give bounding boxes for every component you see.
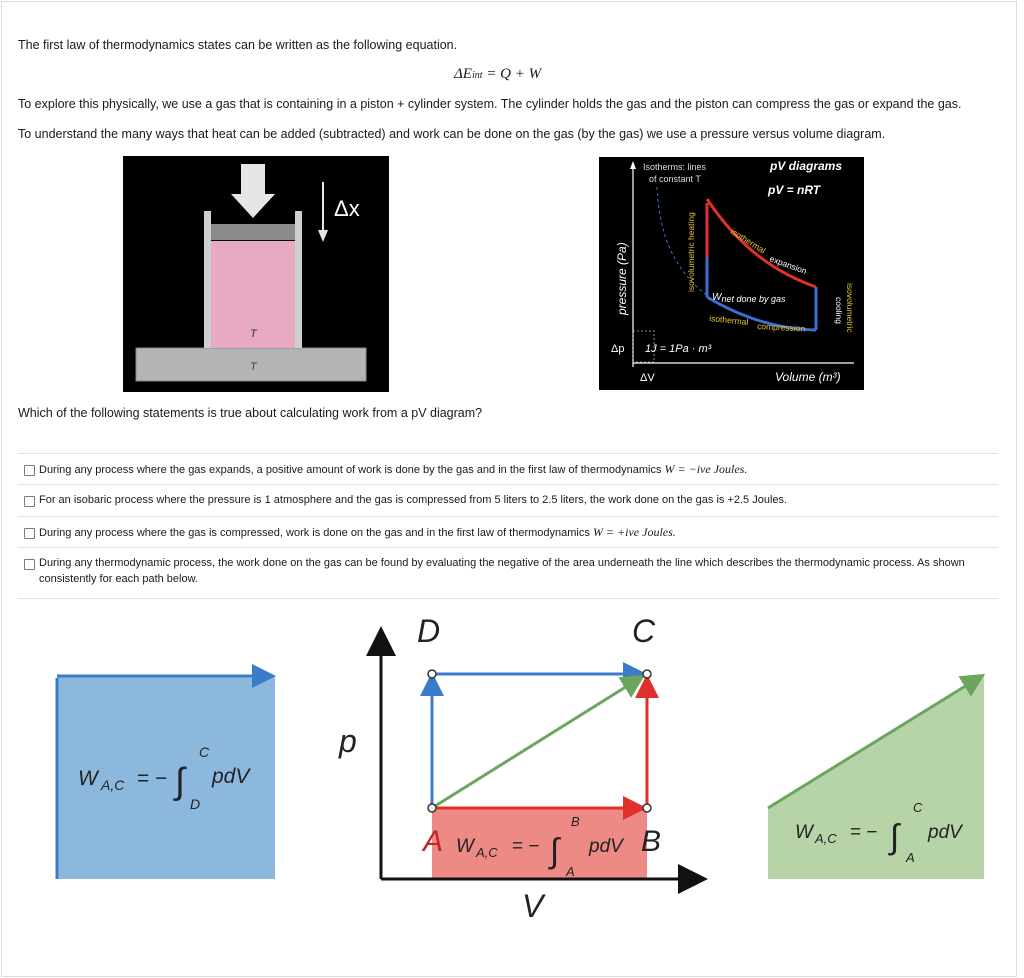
- gas-temperature-label: T: [250, 328, 258, 340]
- question-text: Which of the following statements is tru…: [18, 406, 483, 420]
- isothermal-compression-path: [706, 295, 817, 332]
- pv-y-label: pressure (Pa): [615, 242, 629, 316]
- delta-x-label: Δx: [334, 196, 360, 221]
- area-a-to-c: [768, 674, 984, 879]
- pv-x-label: Volume (m³): [775, 370, 841, 384]
- intro-line-2: To explore this physically, we use a gas…: [18, 97, 962, 111]
- piston: [211, 224, 295, 240]
- isothermal-expansion-label-1: isothermal: [729, 226, 768, 255]
- intro-line-3: To understand the many ways that heat ca…: [18, 127, 886, 141]
- label-d: D: [417, 613, 440, 649]
- svg-text:W: W: [456, 836, 476, 857]
- v-axis-label: V: [522, 888, 546, 924]
- svg-text:A: A: [905, 850, 915, 865]
- unit-equation: 1J = 1Pa · m³: [645, 343, 712, 355]
- option-3[interactable]: During any process where the gas is comp…: [18, 516, 998, 548]
- isovolumetric-cooling-label-2: cooling: [834, 297, 844, 324]
- isothermal-expansion-path: [705, 198, 817, 289]
- intro-line-1: The first law of thermodynamics states c…: [18, 38, 458, 52]
- area-d-to-c: [57, 676, 275, 879]
- state-c-point: [642, 669, 652, 679]
- state-b-point: [642, 803, 652, 813]
- down-arrow-icon: [231, 164, 275, 218]
- isothermal-compression-label-2: compression: [757, 321, 806, 334]
- left-work-formula: W A,C = − ∫ C D pdV: [78, 744, 251, 812]
- option-1[interactable]: During any process where the gas expands…: [18, 453, 998, 485]
- option-1-checkbox[interactable]: [24, 465, 35, 476]
- a-to-c-path: [431, 674, 646, 810]
- isotherm-dashed-line: [656, 186, 710, 298]
- area-a-to-b: [432, 808, 647, 880]
- label-b: B: [641, 825, 661, 858]
- isothermal-compression-label-1: isothermal: [709, 313, 749, 327]
- svg-text:C: C: [199, 744, 210, 760]
- isotherm-note-2: of constant T: [649, 174, 701, 184]
- a-to-c-path-right: [767, 673, 986, 810]
- option-2-checkbox[interactable]: [24, 496, 35, 507]
- pv-title: pV diagrams: [769, 159, 842, 173]
- option-3-text: During any process where the gas is comp…: [39, 525, 676, 539]
- w-net-label: Wnet done by gas: [712, 292, 786, 304]
- pv-diagram-figure: Isotherms: lines of constant T pV diagra…: [599, 157, 864, 390]
- work-paths-figure: W A,C = − ∫ C D pdV p V D C A B W A,C = …: [55, 613, 986, 924]
- svg-text:pdV: pdV: [927, 822, 964, 843]
- option-4-text: During any thermodynamic process, the wo…: [39, 557, 965, 585]
- svg-text:W: W: [78, 767, 100, 790]
- piston-cylinder-figure: Δx T T: [123, 156, 389, 392]
- option-4-checkbox[interactable]: [24, 559, 35, 570]
- reservoir-temperature-label: T: [250, 361, 258, 373]
- ideal-gas-law: pV = nRT: [767, 183, 822, 197]
- label-a: A: [421, 825, 443, 858]
- svg-text:A: A: [565, 864, 575, 879]
- delta-v-label: ΔV: [640, 372, 655, 384]
- center-work-formula: W A,C = − ∫ B A pdV: [456, 814, 625, 879]
- isothermal-expansion-label-2: expansion: [768, 253, 808, 276]
- svg-text:= −: = −: [850, 822, 877, 843]
- svg-text:= −: = −: [137, 767, 167, 790]
- svg-text:A,C: A,C: [475, 845, 498, 860]
- svg-text:C: C: [913, 800, 923, 815]
- state-d-point: [427, 669, 437, 679]
- right-work-formula: W A,C = − ∫ C A pdV: [795, 800, 964, 865]
- cylinder-left-wall: [204, 211, 211, 348]
- unit-cell: [632, 330, 655, 363]
- svg-text:pdV: pdV: [588, 836, 625, 857]
- label-c: C: [632, 613, 656, 649]
- cylinder-right-wall: [295, 211, 302, 348]
- svg-text:∫: ∫: [548, 832, 561, 870]
- option-3-checkbox[interactable]: [24, 528, 35, 539]
- option-2-text: For an isobaric process where the pressu…: [39, 494, 788, 506]
- isotherm-note-1: Isotherms: lines: [643, 162, 707, 172]
- svg-text:∫: ∫: [173, 760, 187, 801]
- option-1-text: During any process where the gas expands…: [39, 462, 748, 476]
- svg-text:D: D: [190, 796, 200, 812]
- svg-text:B: B: [571, 814, 580, 829]
- option-4[interactable]: During any thermodynamic process, the wo…: [18, 547, 998, 599]
- svg-text:∫: ∫: [888, 818, 901, 856]
- isovolumetric-cooling-label-1: isovolumetric: [845, 283, 855, 333]
- svg-text:pdV: pdV: [211, 765, 251, 788]
- state-a-point: [427, 803, 437, 813]
- svg-text:A,C: A,C: [814, 831, 837, 846]
- delta-p-label: Δp: [611, 343, 624, 355]
- svg-text:= −: = −: [512, 836, 539, 857]
- p-axis-label: p: [338, 723, 357, 759]
- gas-volume: [211, 241, 295, 348]
- svg-text:A,C: A,C: [100, 777, 125, 793]
- option-2[interactable]: For an isobaric process where the pressu…: [18, 484, 998, 516]
- svg-text:W: W: [795, 822, 815, 843]
- first-law-equation: ΔEint = Q + W: [454, 66, 542, 82]
- isovolumetric-heating-label: isovolumetric heating: [686, 212, 696, 292]
